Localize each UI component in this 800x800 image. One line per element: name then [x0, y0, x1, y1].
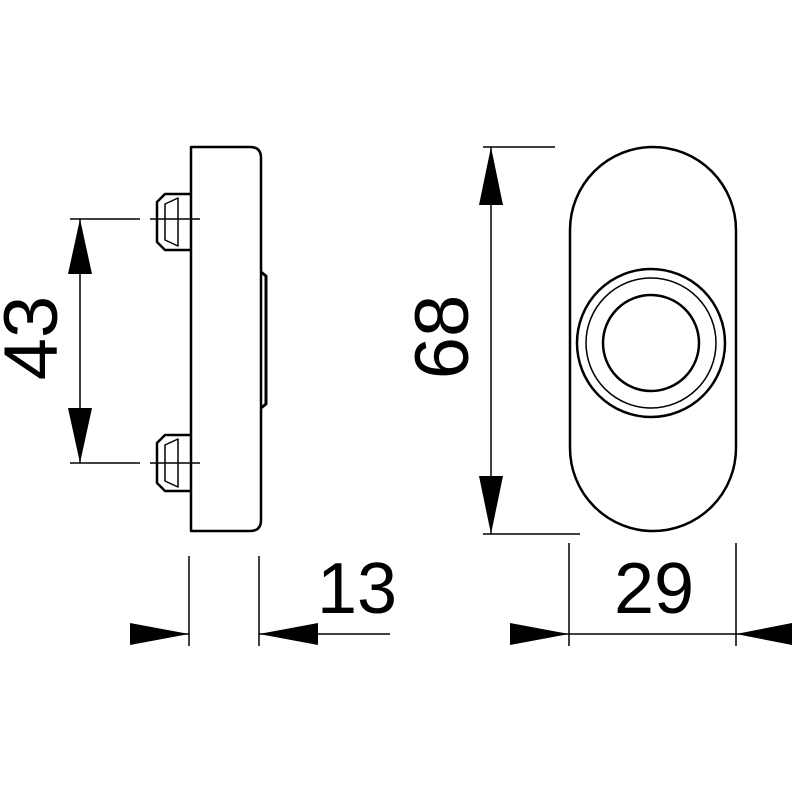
front-view-ring-middle	[585, 277, 717, 409]
upper-screw	[155, 192, 191, 252]
dimension-68: 68	[400, 146, 580, 535]
front-view-rosette-outline	[568, 145, 738, 533]
dimension-13-arrow-right	[259, 623, 318, 645]
dimension-68-arrow-top	[479, 147, 503, 205]
dimension-43-arrow-top	[68, 219, 92, 274]
dimension-13-label: 13	[317, 549, 397, 629]
front-view	[568, 145, 738, 533]
dimension-43: 43	[0, 218, 140, 464]
dimension-29-arrow-left	[510, 623, 569, 645]
dimension-68-arrow-bottom	[479, 476, 503, 534]
dimension-13-arrow-left	[130, 623, 189, 645]
screw-axes	[150, 218, 200, 464]
side-view-body-outline	[189, 145, 263, 533]
dimension-13: 13	[130, 549, 397, 646]
dimension-29-arrow-right	[736, 623, 792, 645]
side-view	[155, 145, 268, 533]
dimension-68-label: 68	[400, 295, 485, 380]
dimension-29-label: 29	[614, 549, 694, 629]
dimension-29: 29	[510, 543, 792, 646]
front-view-ring-inner	[601, 293, 701, 393]
front-view-ring-outer	[575, 267, 727, 419]
side-view-recess	[260, 270, 268, 410]
dimension-43-label: 43	[0, 296, 74, 381]
dimension-43-arrow-bottom	[68, 408, 92, 463]
